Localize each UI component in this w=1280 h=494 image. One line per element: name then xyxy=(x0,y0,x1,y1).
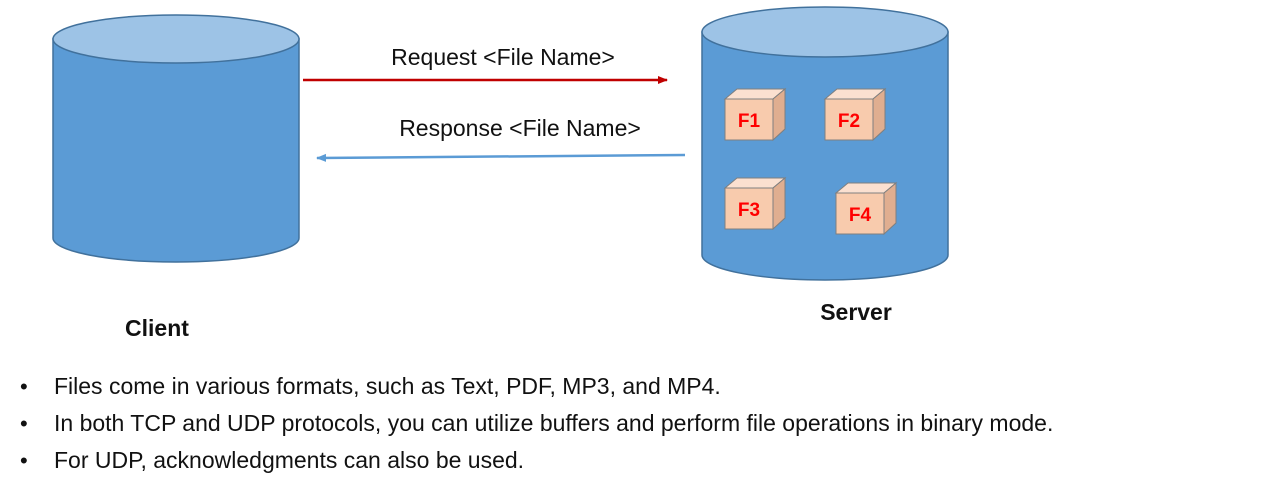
file-box-f1: F1 xyxy=(723,87,787,142)
note-item: • Files come in various formats, such as… xyxy=(18,368,1268,405)
server-cylinder xyxy=(701,6,949,281)
note-item: • For UDP, acknowledgments can also be u… xyxy=(18,442,1268,479)
note-text: For UDP, acknowledgments can also be use… xyxy=(54,447,525,473)
file-label: F3 xyxy=(738,200,760,221)
bullet-icon: • xyxy=(20,411,28,436)
note-item: • In both TCP and UDP protocols, you can… xyxy=(18,405,1268,442)
response-arrow xyxy=(316,153,686,162)
bullet-icon: • xyxy=(20,374,28,399)
client-cylinder xyxy=(52,14,300,263)
server-label: Server xyxy=(820,299,892,325)
client-label: Client xyxy=(125,315,189,341)
file-box-f3: F3 xyxy=(723,176,787,231)
file-box-f4: F4 xyxy=(834,181,898,236)
notes-list: • Files come in various formats, such as… xyxy=(18,368,1268,479)
request-label: Request <File Name> xyxy=(391,44,615,70)
note-text: In both TCP and UDP protocols, you can u… xyxy=(54,410,1054,436)
note-text: Files come in various formats, such as T… xyxy=(54,373,721,399)
file-label: F4 xyxy=(849,205,872,226)
response-label: Response <File Name> xyxy=(399,115,641,141)
bullet-icon: • xyxy=(20,448,28,473)
file-label: F1 xyxy=(738,111,761,132)
file-label: F2 xyxy=(838,111,860,132)
file-box-f2: F2 xyxy=(823,87,887,142)
